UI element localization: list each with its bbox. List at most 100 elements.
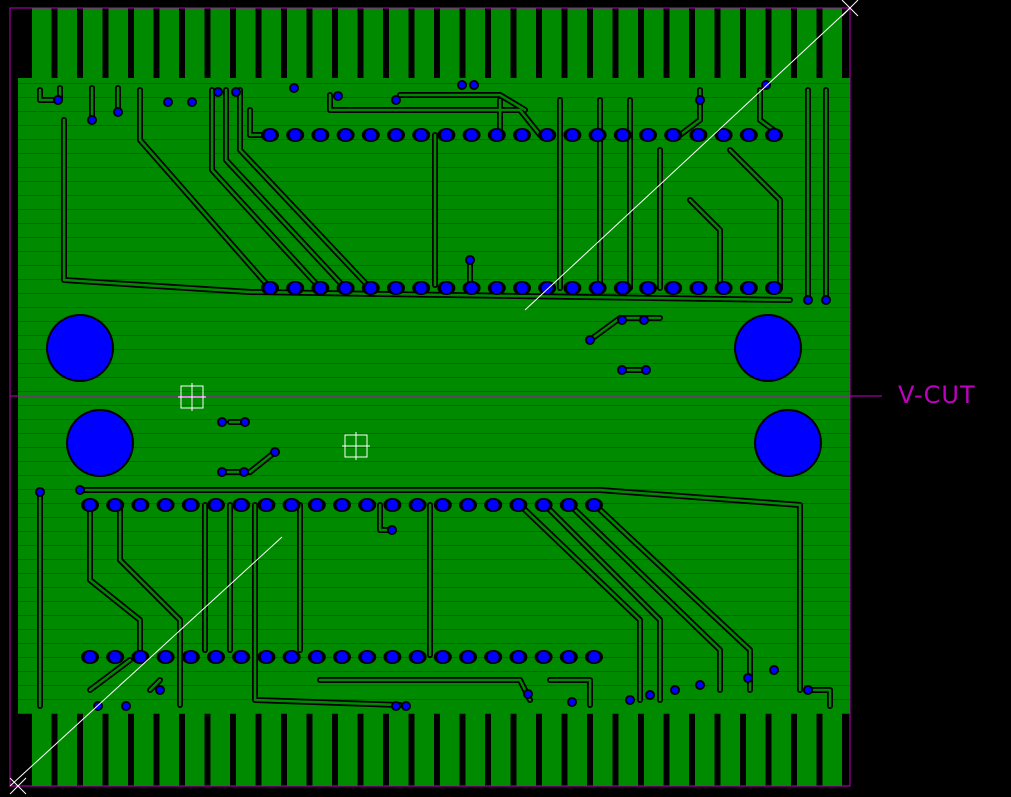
ic-pad-bottom-row1 <box>386 499 398 511</box>
trace <box>218 450 277 474</box>
ic-pad-top-row2 <box>491 282 503 294</box>
ic-pad-bottom-row1 <box>185 499 197 511</box>
finger-top <box>669 8 689 82</box>
trace <box>253 503 402 707</box>
finger-top <box>822 8 842 82</box>
ic-pad-bottom-row2 <box>185 651 197 663</box>
ic-pad-bottom-row1 <box>134 499 146 511</box>
finger-bottom <box>669 712 689 786</box>
via <box>188 98 196 106</box>
finger-top <box>797 8 817 82</box>
finger-top <box>159 8 179 82</box>
trace <box>398 93 527 112</box>
ic-pad-top-row2 <box>415 282 427 294</box>
mounting-hole <box>736 316 800 380</box>
finger-top <box>134 8 154 82</box>
ic-pad-bottom-row2 <box>134 651 146 663</box>
ic-pad-bottom-row1 <box>462 499 474 511</box>
ic-pad-top-row2 <box>566 282 578 294</box>
via <box>232 88 240 96</box>
ic-pad-top-row2 <box>314 282 326 294</box>
ic-pad-bottom-row2 <box>487 651 499 663</box>
ic-pad-bottom-row2 <box>588 651 600 663</box>
finger-bottom <box>516 712 536 786</box>
finger-top <box>567 8 587 82</box>
via <box>271 448 279 456</box>
trace <box>806 688 832 708</box>
finger-bottom <box>261 712 281 786</box>
via <box>88 116 96 124</box>
corner-mark <box>841 0 859 17</box>
trace <box>210 88 322 290</box>
via <box>218 468 226 476</box>
ic-pad-top-row2 <box>264 282 276 294</box>
finger-bottom <box>593 712 613 786</box>
ic-pad-bottom-row2 <box>563 651 575 663</box>
via <box>241 418 249 426</box>
ic-pad-bottom-row1 <box>538 499 550 511</box>
via <box>156 686 164 694</box>
finger-top <box>57 8 77 82</box>
finger-top <box>287 8 307 82</box>
trace <box>688 198 722 290</box>
finger-bottom <box>287 712 307 786</box>
board-outline <box>9 0 882 795</box>
finger-top <box>491 8 511 82</box>
ic-pad-top-row1 <box>541 129 553 141</box>
ic-pad-bottom-row1 <box>160 499 172 511</box>
ic-pad-top-row2 <box>743 282 755 294</box>
finger-bottom <box>440 712 460 786</box>
finger-bottom <box>185 712 205 786</box>
ic-pad-top-row1 <box>516 129 528 141</box>
finger-bottom <box>134 712 154 786</box>
finger-bottom <box>57 712 77 786</box>
ic-pad-bottom-row1 <box>512 499 524 511</box>
ic-pad-top-row1 <box>415 129 427 141</box>
trace <box>138 88 272 290</box>
via <box>696 681 704 689</box>
ic-pad-top-row1 <box>743 129 755 141</box>
mounting-hole <box>48 316 112 380</box>
ic-pad-bottom-row2 <box>437 651 449 663</box>
ic-pad-bottom-row2 <box>160 651 172 663</box>
via <box>626 696 634 704</box>
finger-top <box>542 8 562 82</box>
trace <box>548 678 592 707</box>
finger-bottom <box>338 712 358 786</box>
via <box>218 418 226 426</box>
trace <box>38 88 60 102</box>
ic-pad-top-row1 <box>617 129 629 141</box>
ic-pad-bottom-row2 <box>235 651 247 663</box>
finger-bottom <box>720 712 740 786</box>
ic-pad-top-row2 <box>365 282 377 294</box>
finger-top <box>236 8 256 82</box>
ic-pad-bottom-row1 <box>437 499 449 511</box>
finger-bottom <box>363 712 383 786</box>
mounting-hole <box>68 411 132 475</box>
via <box>804 686 812 694</box>
ic-pad-top-row2 <box>390 282 402 294</box>
edge-connector-fingers <box>32 8 842 786</box>
finger-top <box>593 8 613 82</box>
ic-pad-top-row2 <box>642 282 654 294</box>
ic-pad-top-row1 <box>466 129 478 141</box>
finger-top <box>210 8 230 82</box>
ic-pad-bottom-row1 <box>412 499 424 511</box>
finger-top <box>644 8 664 82</box>
finger-top <box>414 8 434 82</box>
via <box>470 81 478 89</box>
ic-pad-top-row1 <box>642 129 654 141</box>
via <box>671 686 679 694</box>
ic-pad-bottom-row2 <box>311 651 323 663</box>
ic-pad-bottom-row2 <box>361 651 373 663</box>
finger-bottom <box>695 712 715 786</box>
finger-bottom <box>644 712 664 786</box>
finger-bottom <box>236 712 256 786</box>
corner-mark <box>9 777 27 795</box>
ic-pad-top-row2 <box>692 282 704 294</box>
trace <box>518 503 642 702</box>
trace <box>78 488 802 692</box>
finger-top <box>363 8 383 82</box>
ic-pad-top-row1 <box>667 129 679 141</box>
finger-top <box>338 8 358 82</box>
